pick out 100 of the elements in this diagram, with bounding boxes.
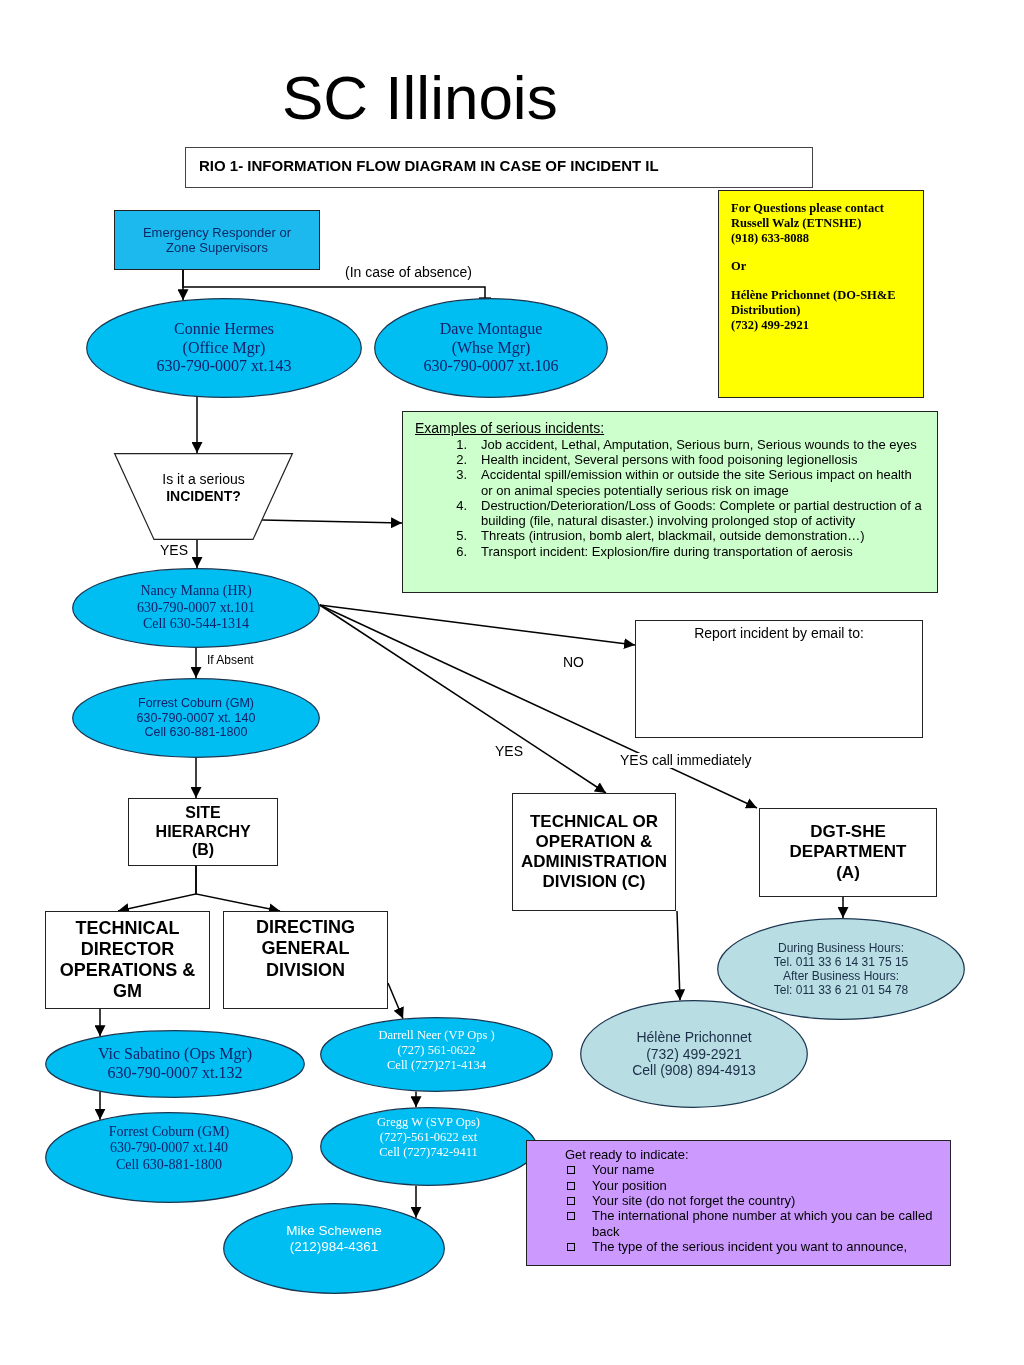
node-text: Gregg W (SVP Ops) <box>377 1115 480 1131</box>
process-box <box>45 911 210 1009</box>
list-item: Your name <box>565 1162 942 1178</box>
node-text: (212)984-4361 <box>289 1238 379 1255</box>
node-text: Cell (908) 894-4913 <box>632 1062 756 1079</box>
email-box <box>635 620 923 738</box>
edge-label: (In case of absence) <box>345 265 472 281</box>
decision-trapezoid <box>114 453 293 540</box>
list-item: Accidental spill/emission within or outside the site Serious impact on health or on animal species potentially serious risk on image <box>481 467 913 498</box>
list-heading: Examples of serious incidents: <box>415 420 606 437</box>
list-item: The type of the serious incident you want to announce, <box>565 1238 942 1255</box>
contact-ellipse <box>374 298 608 398</box>
checklist-box <box>526 1140 951 1266</box>
node-text: During Business Hours: <box>777 940 905 955</box>
connector-arrow <box>674 910 686 1002</box>
node-text: After Business Hours: <box>782 969 899 984</box>
list-item: Transport incident: Explosion/fire during transportation of aerosis <box>481 543 854 560</box>
node-text: (727) 561-0622 <box>397 1043 476 1058</box>
list-number: 6. <box>456 543 468 560</box>
page-title: SC Illinois <box>282 62 558 134</box>
node-text: 630-790-0007 xt.140 <box>109 1140 229 1157</box>
node-text: DIRECTING GENERAL DIVISION <box>255 917 356 981</box>
node-text: DGT-SHE DEPARTMENT (A) <box>788 822 908 883</box>
list-number: 2. <box>456 451 468 468</box>
node-text: Darrell Neer (VP Ops ) <box>378 1028 495 1044</box>
node-text: Hélène Prichonnet (DO-SH&E Distribution) <box>731 288 897 318</box>
contact-ellipse <box>223 1203 445 1294</box>
process-box <box>128 798 278 866</box>
list-item: Your position <box>565 1177 942 1193</box>
connector-arrow <box>94 1091 106 1121</box>
contact-ellipse <box>72 678 320 758</box>
node-text: 630-790-0007 xt.106 <box>423 357 559 377</box>
list-number: 3. <box>456 467 468 483</box>
node-text: (732) 499-2921 <box>731 317 811 333</box>
contact-ellipse <box>717 918 965 1020</box>
node-text: 630-790-0007 xt.132 <box>107 1064 243 1083</box>
node-text: SITE HIERARCHY (B) <box>155 803 251 861</box>
list-item: Destruction/Deterioration/Loss of Goods: Complete or partial destruction of a building (file, natural disaster.) involving prolonged stop of activity <box>481 497 923 529</box>
list-number: 5. <box>456 528 468 544</box>
node-text: For Questions please contact <box>731 201 885 216</box>
node-text: Is it a serious INCIDENT? <box>161 471 246 504</box>
node-text: Mike Schewene <box>286 1222 382 1239</box>
node-text: 630-790-0007 xt. 140 <box>136 710 256 726</box>
contact-ellipse <box>86 298 362 398</box>
edge-label: YES call immediately <box>620 753 752 769</box>
contact-note <box>718 190 924 398</box>
list-item: Job accident, Lethal, Amputation, Serious burn, Serious wounds to the eyes <box>481 436 918 452</box>
node-text: (732) 499-2921 <box>646 1045 742 1063</box>
node-text: Cell (727)271-4134 <box>387 1057 486 1073</box>
list-item: Health incident, Several persons with food poisoning legionellosis <box>481 451 859 468</box>
node-text: Connie Hermes <box>174 319 274 339</box>
list-item: Threats (intrusion, bomb alert, blackmail, outside demonstration…) <box>481 528 866 544</box>
contact-ellipse <box>320 1017 553 1092</box>
contact-ellipse <box>45 1112 293 1203</box>
connector-arrow <box>191 539 203 569</box>
node-text: Cell 630-544-1314 <box>142 616 250 633</box>
node-text: TECHNICAL DIRECTOR OPERATIONS & GM <box>58 917 197 1003</box>
node-text: Dave Montague <box>439 319 543 339</box>
connector-arrow <box>190 647 202 679</box>
node-text: 630-790-0007 xt.101 <box>136 599 256 617</box>
node-text: Hélène Prichonnet <box>636 1029 752 1046</box>
connector-arrow <box>410 1090 422 1109</box>
list-heading: Get ready to indicate: <box>565 1147 690 1163</box>
role-box <box>114 210 320 270</box>
process-box <box>759 808 937 897</box>
node-text: Cell 630-881-1800 <box>144 725 248 741</box>
node-text: TECHNICAL OR OPERATION & ADMINISTRATION DIVISION (C) <box>519 811 669 893</box>
node-text: Nancy Manna (HR) <box>140 583 252 600</box>
list-item: Your site (do not forget the country) <box>565 1193 942 1209</box>
contact-ellipse <box>72 568 320 648</box>
process-box <box>223 911 388 1009</box>
connector-arrow <box>387 982 404 1020</box>
node-text: 630-790-0007 xt.143 <box>156 357 292 377</box>
node-text: Emergency Responder or Zone Supervisors <box>141 224 293 256</box>
node-text: Vic Sabatino (Ops Mgr) <box>97 1045 253 1064</box>
node-text: Russell Walz (ETNSHE) <box>731 215 863 231</box>
connector-arrow <box>837 896 849 919</box>
node-text: Cell (727)742-9411 <box>379 1144 478 1160</box>
node-text: (Office Mgr) <box>182 338 266 358</box>
list-number: 1. <box>456 436 468 452</box>
node-text: Or <box>731 259 748 274</box>
node-text: (727)-561-0622 ext <box>379 1130 478 1145</box>
node-text: Tel. 011 33 6 14 31 75 15 <box>773 954 909 969</box>
node-text: Forrest Coburn (GM) <box>138 695 254 711</box>
connector-arrow <box>318 604 636 650</box>
contact-ellipse <box>580 1000 808 1108</box>
contact-ellipse <box>45 1030 305 1098</box>
node-text: (Whse Mgr) <box>451 338 531 358</box>
title-banner: RIO 1- INFORMATION FLOW DIAGRAM IN CASE OF INCIDENT IL <box>185 147 813 188</box>
node-text: Report incident by email to: <box>694 625 864 642</box>
connector-arrow <box>94 1008 106 1037</box>
list-item: The international phone number at which you can be called back <box>565 1208 942 1239</box>
contact-ellipse <box>320 1107 537 1186</box>
connector-arrow <box>410 1184 422 1219</box>
examples-box <box>402 411 938 593</box>
connector-arrow <box>190 757 202 799</box>
node-text: (918) 633-8088 <box>731 230 811 246</box>
connector-arrow <box>318 604 758 809</box>
node-text: Cell 630-881-1800 <box>115 1156 223 1174</box>
list-number: 4. <box>456 497 468 514</box>
